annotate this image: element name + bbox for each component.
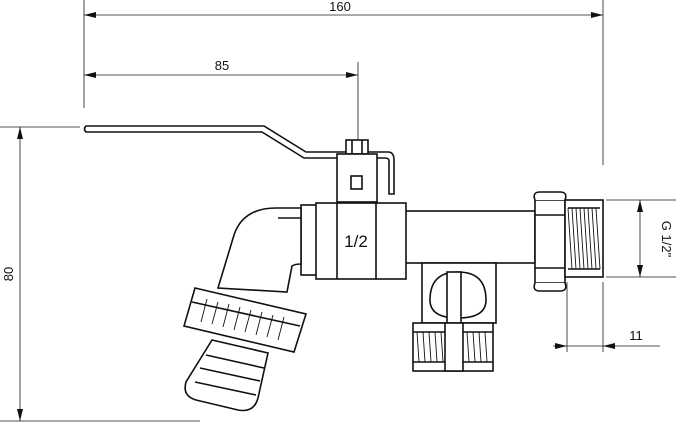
dimension-label-80: 80 — [1, 267, 16, 281]
side-outlet-bottom — [412, 262, 497, 372]
lever-handle — [83, 125, 395, 203]
threaded-end-right — [564, 199, 604, 278]
dimension-height: 80 — [0, 126, 200, 422]
dimension-label-thread-size: G 1/2" — [659, 221, 674, 258]
dimension-label-85: 85 — [215, 58, 229, 73]
dimension-thread-size: G 1/2" — [606, 199, 676, 278]
valve-main-pipe — [300, 204, 536, 276]
dimension-label-11: 11 — [629, 328, 643, 343]
body-marking: 1/2 — [344, 232, 368, 251]
ball-housing: 1/2 — [315, 202, 407, 280]
dimension-handle-position: 85 — [84, 58, 359, 140]
dimension-label-160: 160 — [329, 0, 351, 14]
dimension-thread-length: 11 — [553, 282, 660, 352]
hex-nut-right — [533, 191, 567, 292]
hose-barb — [184, 339, 269, 412]
curved-spout — [216, 207, 302, 293]
dimension-overall-length: 160 — [83, 0, 604, 165]
hose-connector-nut — [182, 287, 308, 353]
